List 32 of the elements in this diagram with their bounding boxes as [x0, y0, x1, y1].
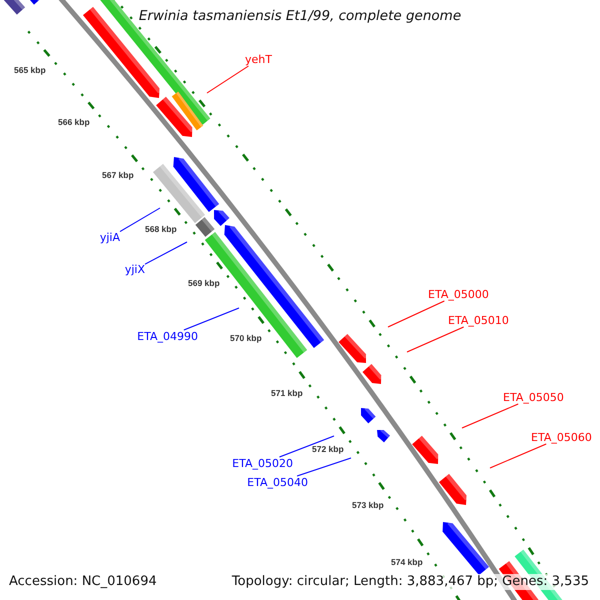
tick-label: 569 kbp — [188, 278, 220, 288]
leader-line — [296, 458, 352, 476]
gene-label: ETA_05060 — [531, 431, 592, 444]
leader-line — [490, 444, 547, 468]
tick-label: 566 kbp — [58, 117, 90, 127]
gene-label: ETA_05050 — [503, 391, 564, 404]
gene-label: yjiX — [124, 263, 145, 276]
gene-label: ETA_04990 — [137, 330, 198, 343]
tick-label: 574 kbp — [391, 557, 423, 567]
leader-line — [206, 66, 249, 94]
gene-label: ETA_05040 — [247, 476, 308, 489]
leader-line — [388, 300, 445, 328]
tick-label: 572 kbp — [312, 444, 344, 454]
tick-label: 571 kbp — [271, 388, 303, 398]
leader-line — [406, 326, 464, 352]
leader-line — [462, 404, 519, 428]
gene-label: ETA_05000 — [428, 288, 489, 301]
leader-line — [144, 242, 188, 265]
tick-label: 573 kbp — [352, 500, 384, 510]
leader-line — [120, 208, 160, 232]
tick-label: 568 kbp — [145, 224, 177, 234]
leader-line — [183, 308, 240, 330]
gene-label: ETA_05020 — [232, 457, 293, 470]
gene-label: yehT — [245, 53, 272, 66]
leader-line — [278, 436, 334, 458]
tick-label: 570 kbp — [230, 333, 262, 343]
gene-label: yjiA — [100, 231, 120, 244]
gene-label: ETA_05010 — [448, 314, 509, 327]
genome-info: Accession: NC_010694 — [9, 574, 157, 590]
tick-label: 565 kbp — [14, 65, 46, 75]
tick-label: 567 kbp — [102, 170, 134, 180]
map-title: Erwinia tasmaniensis Et1/99, complete genome — [138, 8, 462, 24]
